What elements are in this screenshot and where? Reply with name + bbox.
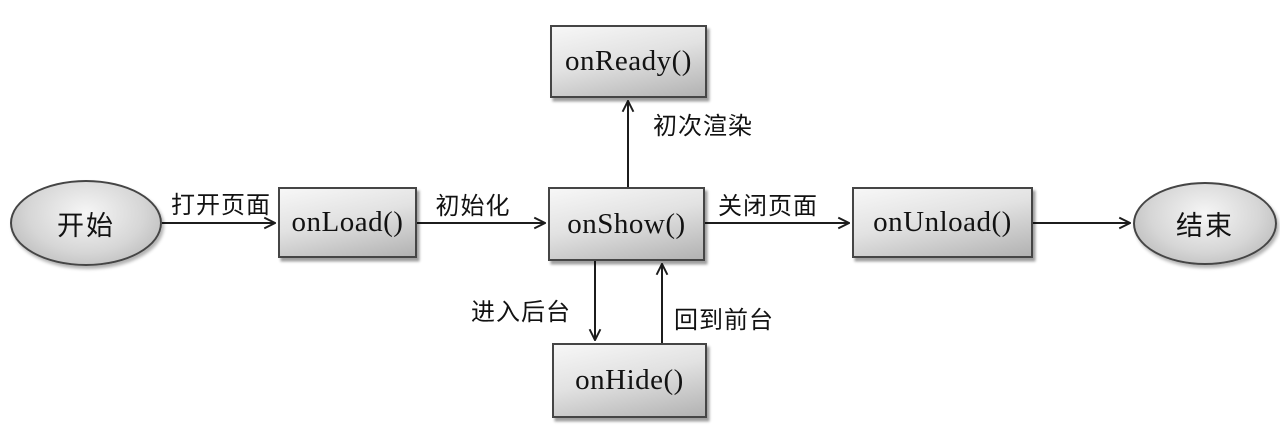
node-onunload: onUnload() [852,187,1033,258]
edge-label-close-page: 关闭页面 [718,194,818,220]
node-onshow-label: onShow() [567,207,686,240]
node-onhide: onHide() [552,343,707,418]
node-end-label: 结束 [1176,211,1234,241]
edge-label-back-to-foreground: 回到前台 [674,308,774,334]
node-onload-label: onLoad() [291,206,404,238]
node-onshow: onShow() [548,187,705,261]
node-start-label: 开始 [57,210,115,241]
node-onready-label: onReady() [565,45,692,77]
node-onhide-label: onHide() [575,364,684,396]
edge-label-initialize: 初始化 [435,194,511,220]
node-start: 开始 [10,180,162,266]
edge-label-enter-background: 进入后台 [471,300,571,326]
node-onload: onLoad() [278,187,417,258]
edge-label-open-page: 打开页面 [171,193,271,219]
node-onunload-label: onUnload() [873,206,1012,238]
node-end: 结束 [1133,182,1277,265]
node-onready: onReady() [550,25,707,98]
edge-label-first-render: 初次渲染 [653,114,753,140]
